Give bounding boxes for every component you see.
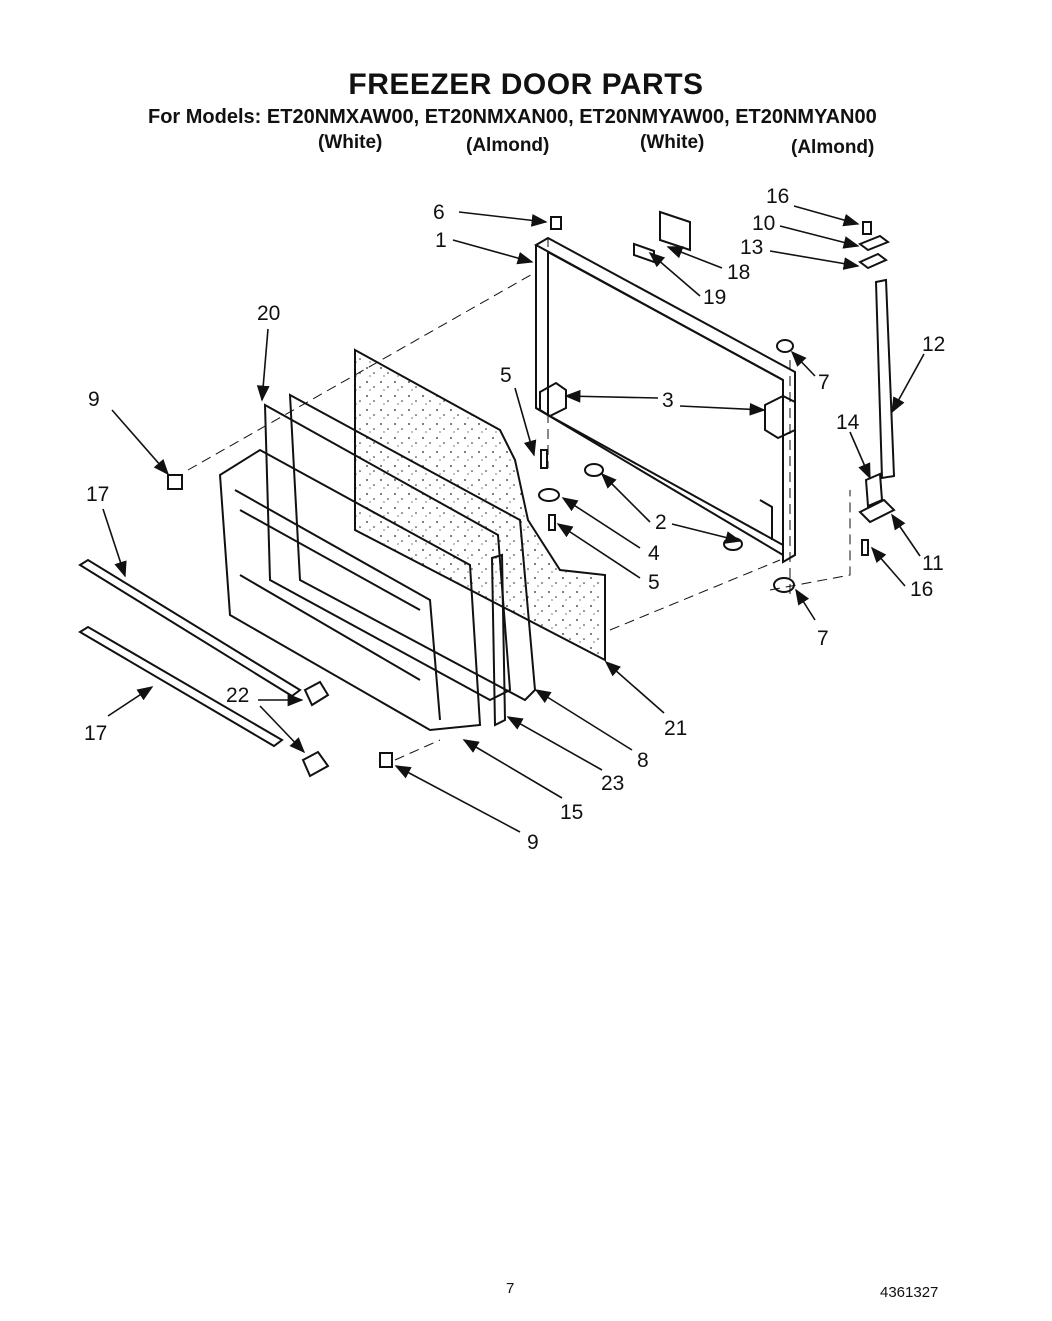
callout-11: 11 (922, 552, 944, 575)
callout-7-top: 7 (818, 371, 830, 394)
gasket-strip-part (874, 278, 896, 480)
callout-17-top: 17 (86, 483, 109, 506)
color-label-1: (White) (318, 132, 383, 153)
page-title: FREEZER DOOR PARTS (348, 68, 704, 101)
callout-5-top: 5 (500, 364, 512, 387)
inner-door-liner-part (218, 448, 482, 732)
rail-end-cap-parts (301, 680, 330, 778)
outer-door-panel-part (288, 393, 537, 702)
door-gasket-part (263, 403, 512, 702)
foam-insulation-part (354, 348, 606, 662)
callout-10: 10 (752, 212, 775, 235)
callout-23: 23 (601, 772, 624, 795)
document-number: 4361327 (880, 1284, 939, 1301)
callout-leader-lines (102, 205, 925, 833)
part-drawings (78, 210, 896, 778)
trim-strip-part (490, 553, 507, 727)
bumper-parts (538, 339, 795, 593)
callout-16-bottom: 16 (910, 578, 933, 601)
callout-16-top: 16 (766, 185, 789, 208)
callout-19: 19 (703, 286, 726, 309)
callout-3: 3 (662, 389, 674, 412)
hinge-bracket-part (539, 381, 796, 440)
shelf-rail-parts (78, 558, 302, 748)
callout-7-bottom: 7 (817, 627, 829, 650)
callout-21: 21 (664, 717, 687, 740)
hinge-parts-right (857, 234, 896, 524)
callout-9-bottom: 9 (527, 831, 539, 854)
screw-parts (167, 216, 872, 768)
callout-12: 12 (922, 333, 945, 356)
color-label-2: (Almond) (466, 135, 550, 156)
callout-5-bottom: 5 (648, 571, 660, 594)
callout-2: 2 (655, 511, 667, 534)
callout-6: 6 (433, 201, 445, 224)
assembly-guide-lines (187, 237, 851, 761)
callout-13: 13 (740, 236, 763, 259)
callout-18: 18 (727, 261, 750, 284)
callout-15: 15 (560, 801, 583, 824)
models-line: For Models: ET20NMXAW00, ET20NMXAN00, ET… (148, 106, 877, 128)
color-label-3: (White) (640, 132, 705, 153)
callout-17-bottom: 17 (84, 722, 107, 745)
color-label-4: (Almond) (791, 137, 875, 158)
callout-8: 8 (637, 749, 649, 772)
page-number: 7 (506, 1280, 515, 1297)
callout-20: 20 (257, 302, 280, 325)
callout-14: 14 (836, 411, 860, 434)
callout-22: 22 (226, 684, 249, 707)
callout-4: 4 (648, 542, 660, 565)
callout-9-top: 9 (88, 388, 100, 411)
callout-1: 1 (435, 229, 447, 252)
callout-labels: 6 1 18 19 16 10 13 12 7 3 5 2 4 5 14 11 … (84, 185, 945, 854)
label-parts (633, 210, 691, 264)
